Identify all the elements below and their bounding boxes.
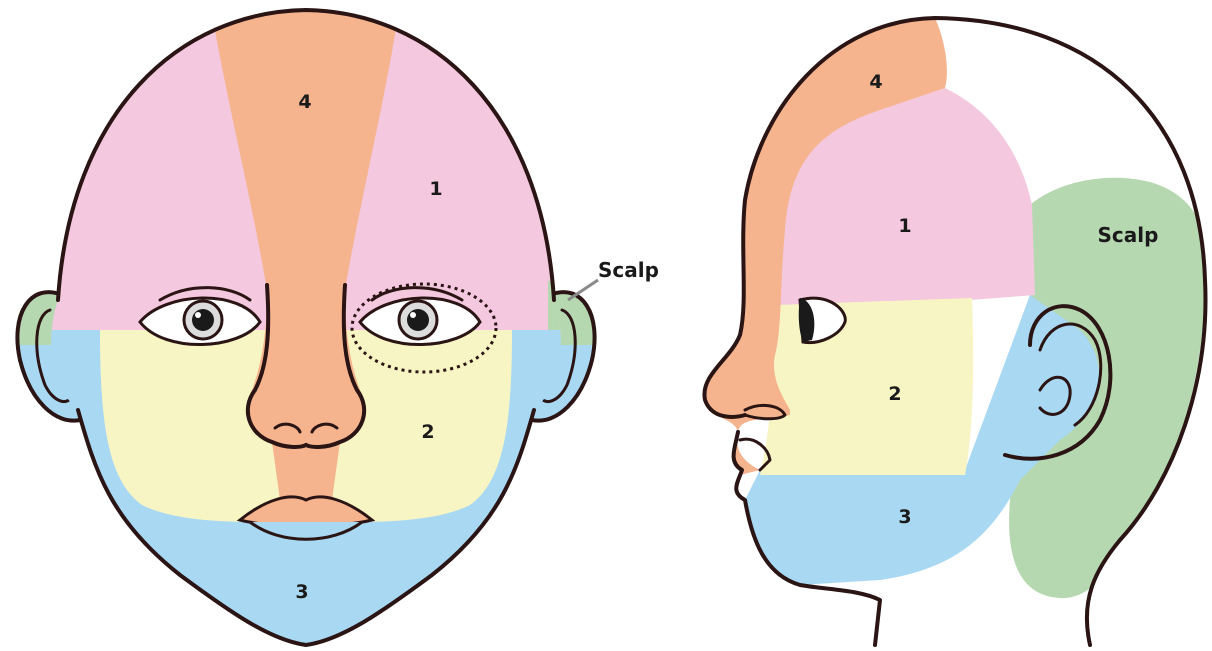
- side-label-2: 2: [888, 383, 901, 405]
- front-label-2: 2: [421, 421, 434, 443]
- front-label-4: 4: [298, 91, 311, 113]
- side-label-1: 1: [898, 215, 911, 237]
- front-scalp-label: Scalp: [598, 258, 659, 282]
- side-label-4: 4: [869, 71, 882, 93]
- front-label-3: 3: [295, 581, 308, 603]
- side-label-3: 3: [898, 506, 911, 528]
- side-face-view: 4 1 2 3 Scalp: [680, 0, 1212, 651]
- front-label-1: 1: [429, 178, 442, 200]
- scalp-pointer-line: [568, 280, 598, 300]
- front-face-view: 4 1 2 3 Scalp: [0, 0, 659, 651]
- side-zone-2-cheek: [760, 298, 973, 475]
- side-scalp-label: Scalp: [1098, 223, 1159, 247]
